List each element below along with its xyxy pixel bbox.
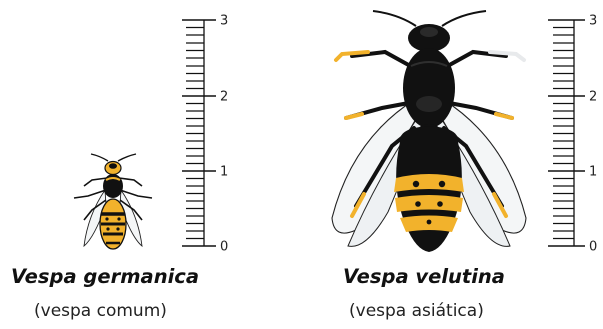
scale-minor-ticks	[186, 28, 204, 239]
scale-label-1: 1	[220, 165, 228, 180]
scale-label-2: 2	[220, 90, 228, 105]
scale-minor-ticks	[553, 28, 574, 239]
vespa-velutina-common-name: (vespa asiática)	[349, 301, 484, 321]
vespa-velutina-scientific-name: Vespa velutina	[343, 265, 505, 288]
vespa-germanica-scale: 3 2 1 0	[182, 14, 228, 255]
scale-label-2: 2	[589, 90, 597, 105]
scale-label-3: 3	[589, 14, 597, 29]
vespa-velutina-illustration	[332, 11, 526, 252]
vespa-germanica-illustration	[74, 154, 152, 249]
scale-label-0: 0	[220, 240, 228, 255]
vespa-germanica-scientific-name: Vespa germanica	[11, 265, 199, 288]
vespa-germanica-common-name: (vespa comum)	[34, 301, 167, 321]
vespa-velutina-scale: 3 2 1 0	[548, 14, 597, 255]
scale-label-0: 0	[589, 240, 597, 255]
scale-label-1: 1	[589, 165, 597, 180]
scale-label-3: 3	[220, 14, 228, 29]
